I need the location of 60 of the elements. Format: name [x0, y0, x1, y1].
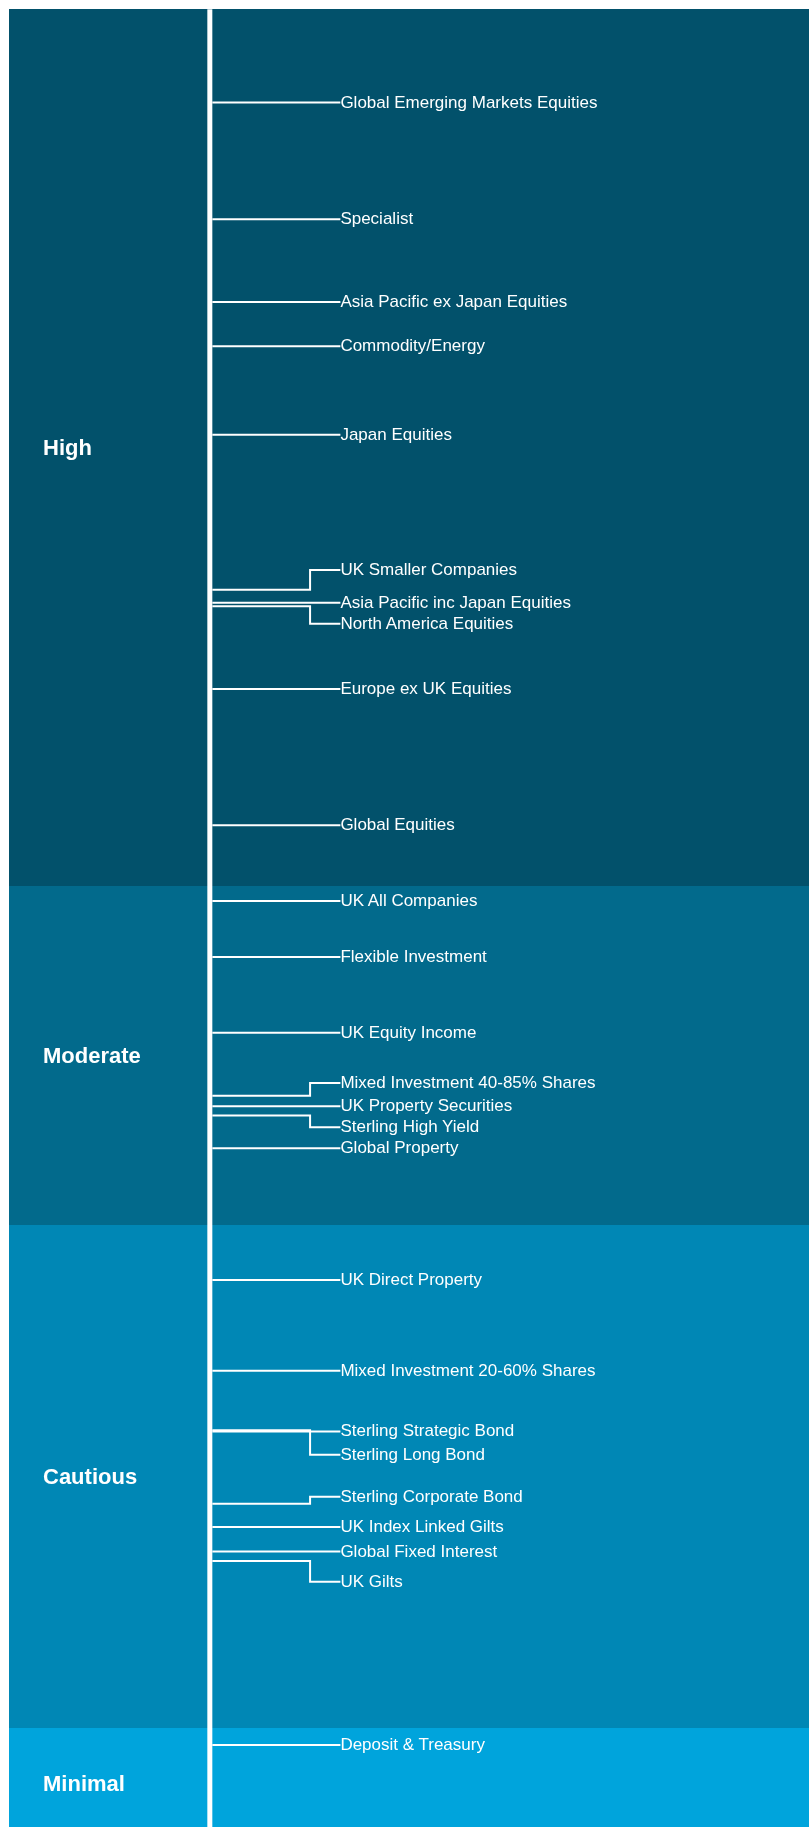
fund-sector-label: UK Equity Income [340, 1022, 477, 1043]
fund-sector-label: Sterling Long Bond [340, 1444, 485, 1465]
fund-sector-label: Europe ex UK Equities [340, 678, 512, 699]
fund-sector-label: UK Gilts [340, 1571, 403, 1592]
risk-band [9, 885, 809, 1226]
leader-line [211, 1744, 342, 1747]
leader-line [211, 1031, 342, 1034]
leader-line [211, 900, 342, 903]
leader-line [211, 1430, 342, 1433]
fund-sector-label: Asia Pacific ex Japan Equities [340, 291, 568, 312]
leader-line [211, 687, 342, 690]
leader-line [211, 1429, 342, 1456]
fund-sector-label: Mixed Investment 20-60% Shares [340, 1360, 596, 1381]
fund-sector-label: Specialist [340, 209, 414, 230]
fund-sector-label: UK All Companies [340, 891, 478, 912]
fund-sector-label: Sterling Strategic Bond [340, 1421, 515, 1442]
fund-sector-label: Sterling Corporate Bond [340, 1486, 523, 1507]
fund-sector-label: North America Equities [340, 613, 514, 634]
fund-sector-label: UK Index Linked Gilts [340, 1517, 504, 1538]
fund-sector-label: Global Property [340, 1138, 459, 1159]
leader-line [211, 569, 342, 591]
fund-sector-label: UK Direct Property [340, 1269, 483, 1290]
risk-band [9, 1727, 809, 1827]
leader-line [211, 1369, 342, 1372]
risk-level-label: Minimal [43, 1770, 125, 1797]
leader-line [211, 605, 342, 625]
leader-line [211, 433, 342, 436]
leader-line [211, 1278, 342, 1281]
leader-line [211, 1114, 342, 1129]
fund-sector-label: Global Fixed Interest [340, 1541, 498, 1562]
leader-line [211, 345, 342, 348]
leader-line [211, 1550, 342, 1553]
leader-line [211, 1081, 342, 1097]
fund-sector-label: Commodity/Energy [340, 336, 485, 357]
fund-sector-label: Sterling High Yield [340, 1117, 480, 1138]
risk-level-label: Cautious [43, 1463, 138, 1490]
leader-line [211, 218, 342, 221]
leader-line [211, 1105, 342, 1108]
fund-sector-label: Flexible Investment [340, 947, 487, 967]
fund-sector-label: Mixed Investment 40-85% Shares [340, 1072, 596, 1093]
risk-band [9, 9, 809, 886]
risk-band [9, 1225, 809, 1728]
leader-line [211, 824, 342, 827]
fund-sector-label: UK Property Securities [340, 1096, 513, 1117]
risk-level-label: Moderate [43, 1043, 141, 1070]
leader-line [211, 1526, 342, 1529]
leader-line [211, 300, 342, 303]
leader-line [211, 1147, 342, 1150]
fund-sector-label: Asia Pacific inc Japan Equities [340, 592, 571, 613]
risk-level-label: High [43, 434, 92, 461]
fund-sector-label: UK Smaller Companies [340, 560, 518, 580]
leader-line [211, 601, 342, 604]
leader-line [211, 1559, 342, 1583]
leader-line [211, 1495, 342, 1505]
leader-line [211, 956, 342, 959]
fund-sector-label: Global Emerging Markets Equities [340, 92, 598, 113]
fund-sector-label: Japan Equities [340, 424, 452, 445]
fund-sector-label: Global Equities [340, 815, 455, 836]
leader-line [211, 101, 342, 104]
fund-sector-label: Deposit & Treasury [340, 1735, 485, 1756]
